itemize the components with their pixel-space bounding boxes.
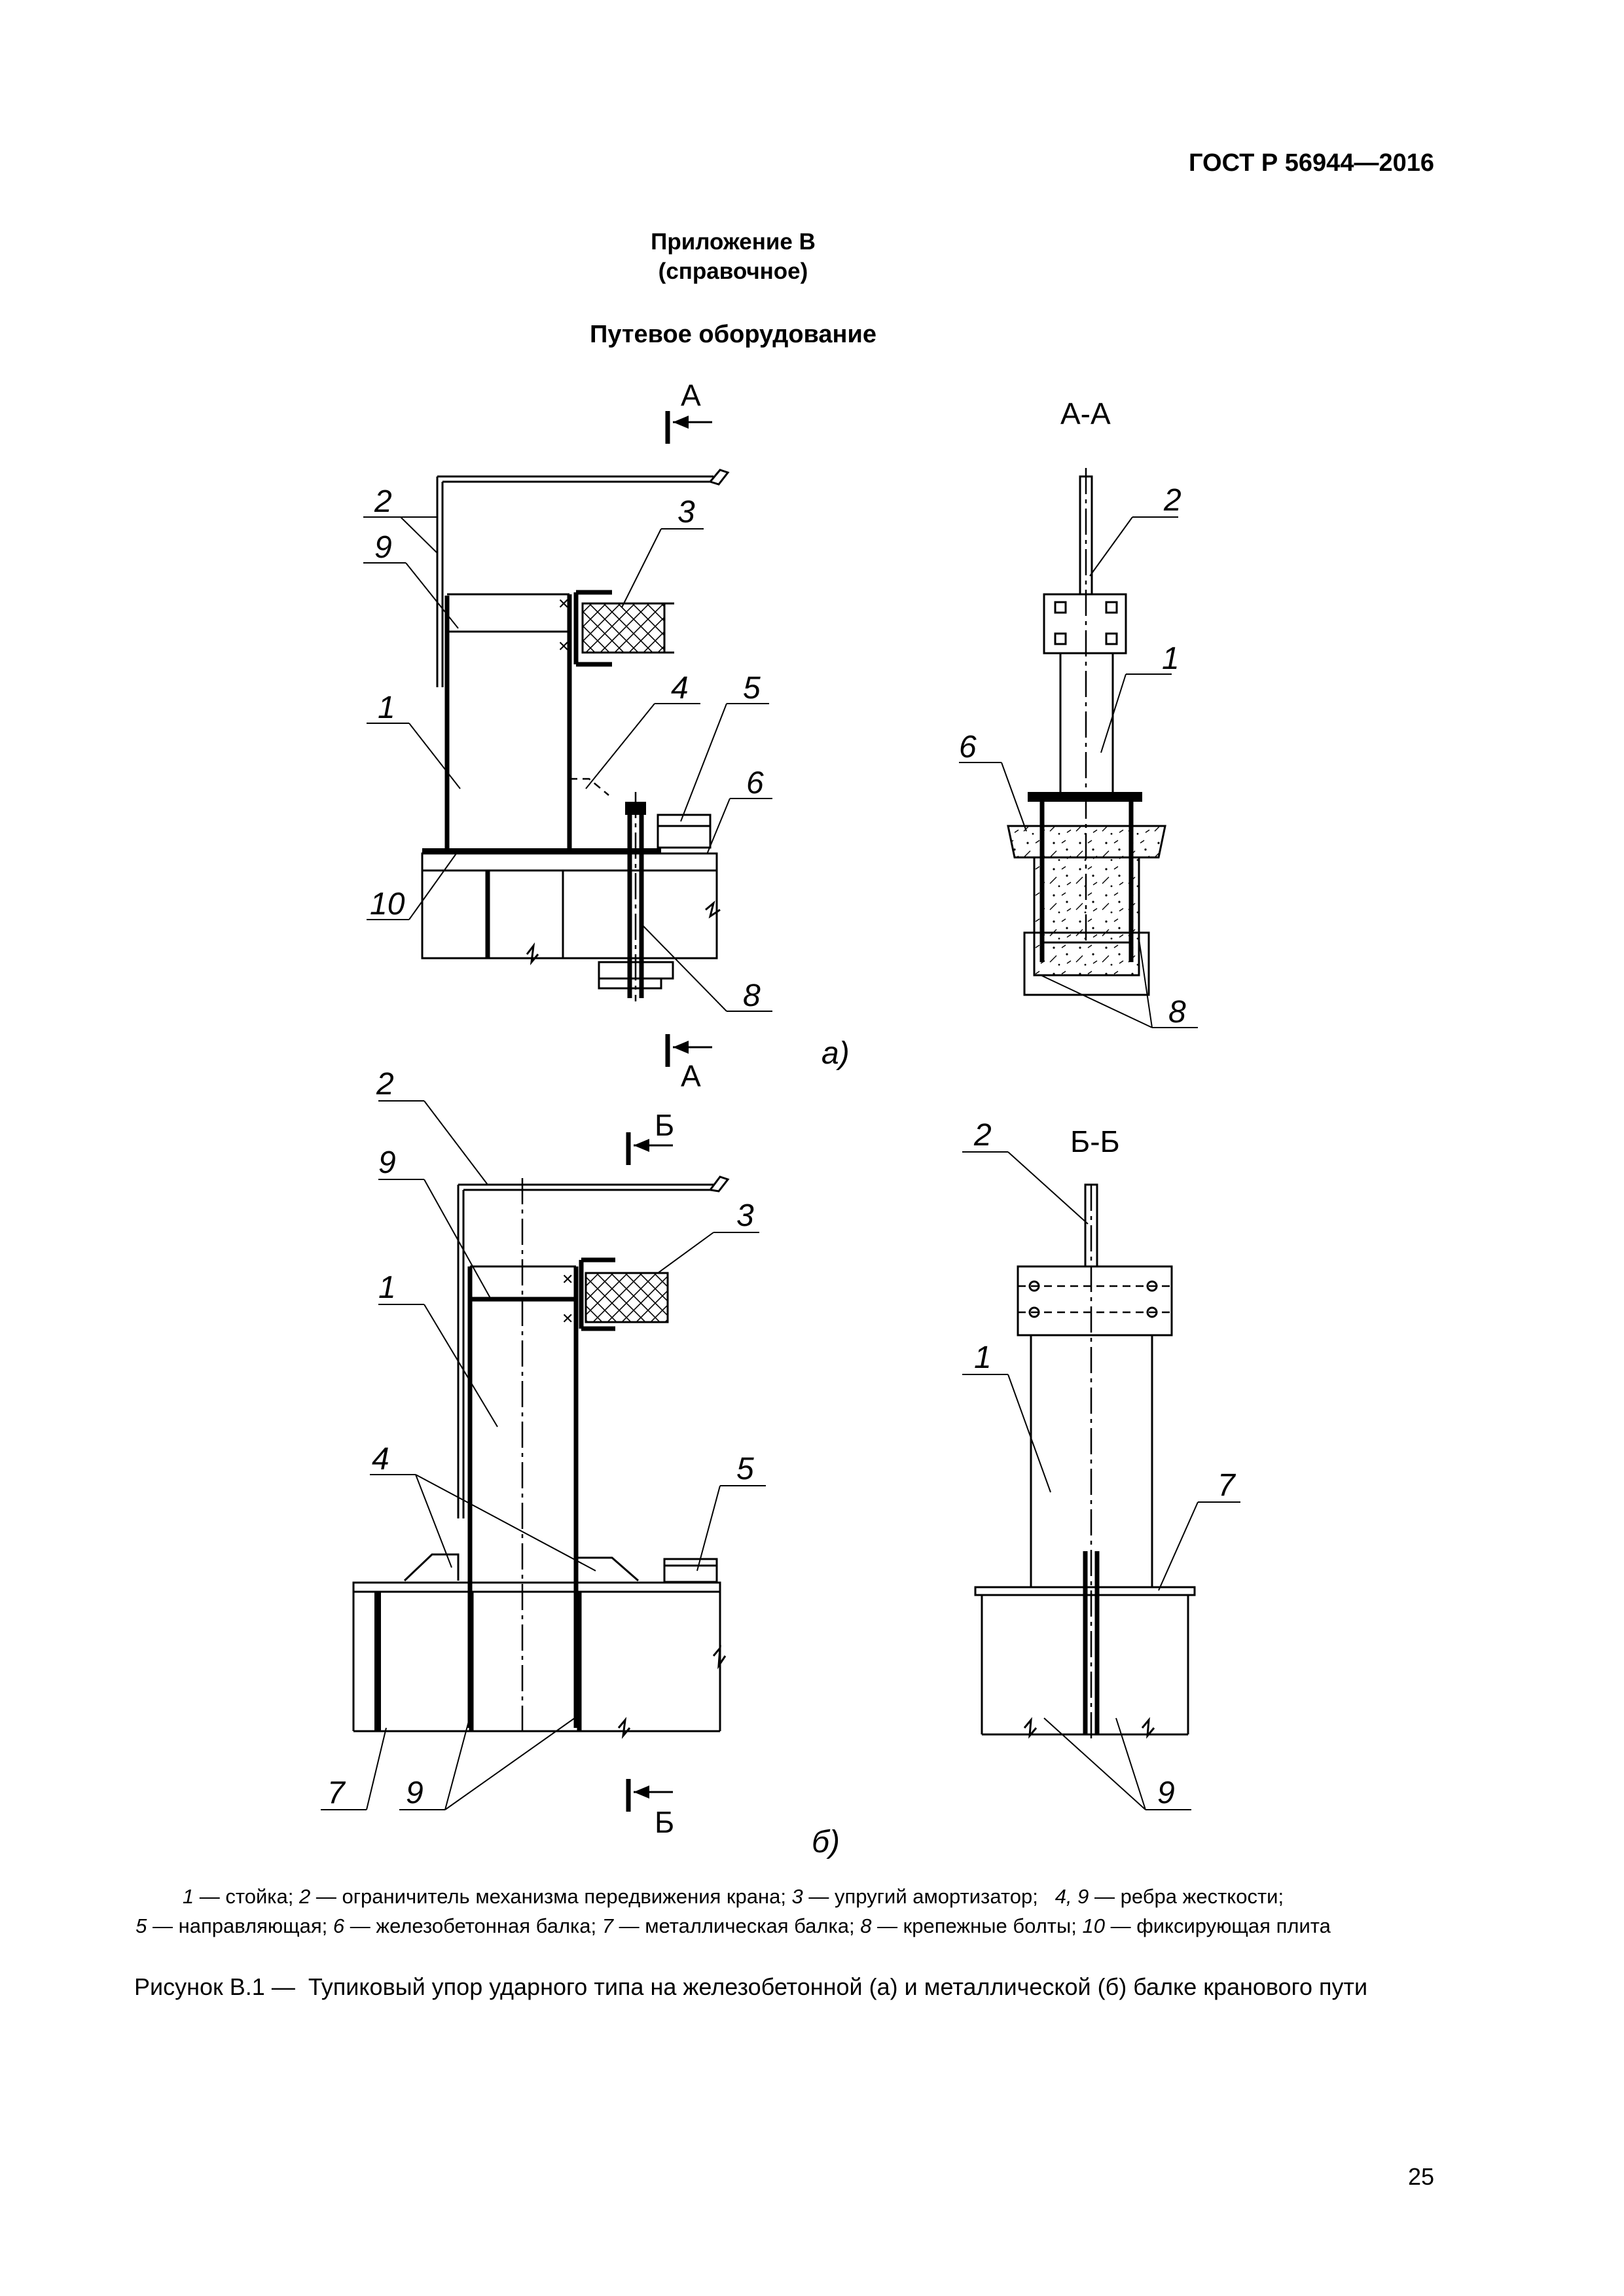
callout-5a: 5 — [743, 671, 761, 706]
callout-9a: 9 — [374, 530, 392, 565]
view-bb-callouts — [962, 1151, 1240, 1810]
callout-2aa: 2 — [1163, 483, 1182, 518]
figure-caption: Рисунок В.1 — Тупиковый упор ударного ти… — [134, 1973, 1368, 2000]
callout-4a: 4 — [671, 671, 689, 706]
view-b-callouts — [321, 1100, 766, 1810]
legend-line-2: 5 — направляющая; 6 — железобетонная бал… — [135, 1914, 1331, 1937]
section-aa-title: А-А — [1060, 397, 1111, 431]
svg-text:✕: ✕ — [558, 596, 569, 613]
callout-7b: 7 — [327, 1776, 346, 1810]
callout-2b: 2 — [376, 1067, 394, 1102]
callout-9bb: 9 — [1157, 1776, 1175, 1810]
section-title: Путевое оборудование — [590, 321, 876, 348]
callout-8aa: 8 — [1168, 995, 1186, 1030]
section-arrow-b-top-label: Б — [655, 1108, 674, 1142]
appendix-subtitle: (справочное) — [658, 259, 808, 284]
callout-9b-bottom: 9 — [406, 1776, 424, 1810]
view-aa-section — [1007, 468, 1166, 996]
subfigure-a-label: а) — [821, 1036, 850, 1071]
callout-3a: 3 — [677, 495, 695, 529]
legend-line-1: 1 — стойка; 2 — ограничитель механизма п… — [182, 1885, 1284, 1908]
callout-2bb: 2 — [973, 1118, 992, 1153]
view-b-elevation: ✕ ✕ — [352, 1175, 730, 1739]
callout-1a: 1 — [378, 691, 395, 725]
callout-6aa: 6 — [959, 730, 977, 764]
svg-text:✕: ✕ — [562, 1311, 573, 1327]
svg-text:✕: ✕ — [562, 1272, 573, 1288]
section-arrow-b-bottom-label: Б — [655, 1805, 674, 1839]
appendix-title: Приложение В — [651, 229, 816, 255]
view-aa-callouts — [959, 516, 1198, 1028]
page-number: 25 — [1407, 2163, 1434, 2190]
view-a-elevation: ✕ ✕ — [421, 411, 730, 1001]
callout-9b: 9 — [378, 1145, 396, 1180]
callout-8a: 8 — [743, 978, 761, 1013]
section-arrow-a-top-label: А — [681, 378, 701, 412]
callout-1b: 1 — [378, 1270, 396, 1305]
section-arrow-a-bottom-label: А — [681, 1059, 701, 1093]
section-bb-title: Б-Б — [1070, 1124, 1120, 1158]
view-a-callouts — [363, 516, 772, 1012]
callout-5b: 5 — [736, 1452, 754, 1486]
svg-text:✕: ✕ — [558, 639, 569, 655]
callout-3b: 3 — [736, 1198, 754, 1233]
subfigure-b-label: б) — [812, 1825, 840, 1859]
callout-7bb: 7 — [1218, 1468, 1236, 1503]
callout-1bb: 1 — [974, 1340, 992, 1375]
callout-1aa: 1 — [1162, 641, 1180, 676]
callout-4b: 4 — [372, 1442, 389, 1477]
callout-10a: 10 — [370, 887, 405, 922]
view-bb-section — [974, 1183, 1196, 1741]
standard-number: ГОСТ Р 56944—2016 — [1189, 149, 1434, 177]
callout-6a: 6 — [746, 766, 764, 800]
callout-2a: 2 — [374, 484, 392, 519]
